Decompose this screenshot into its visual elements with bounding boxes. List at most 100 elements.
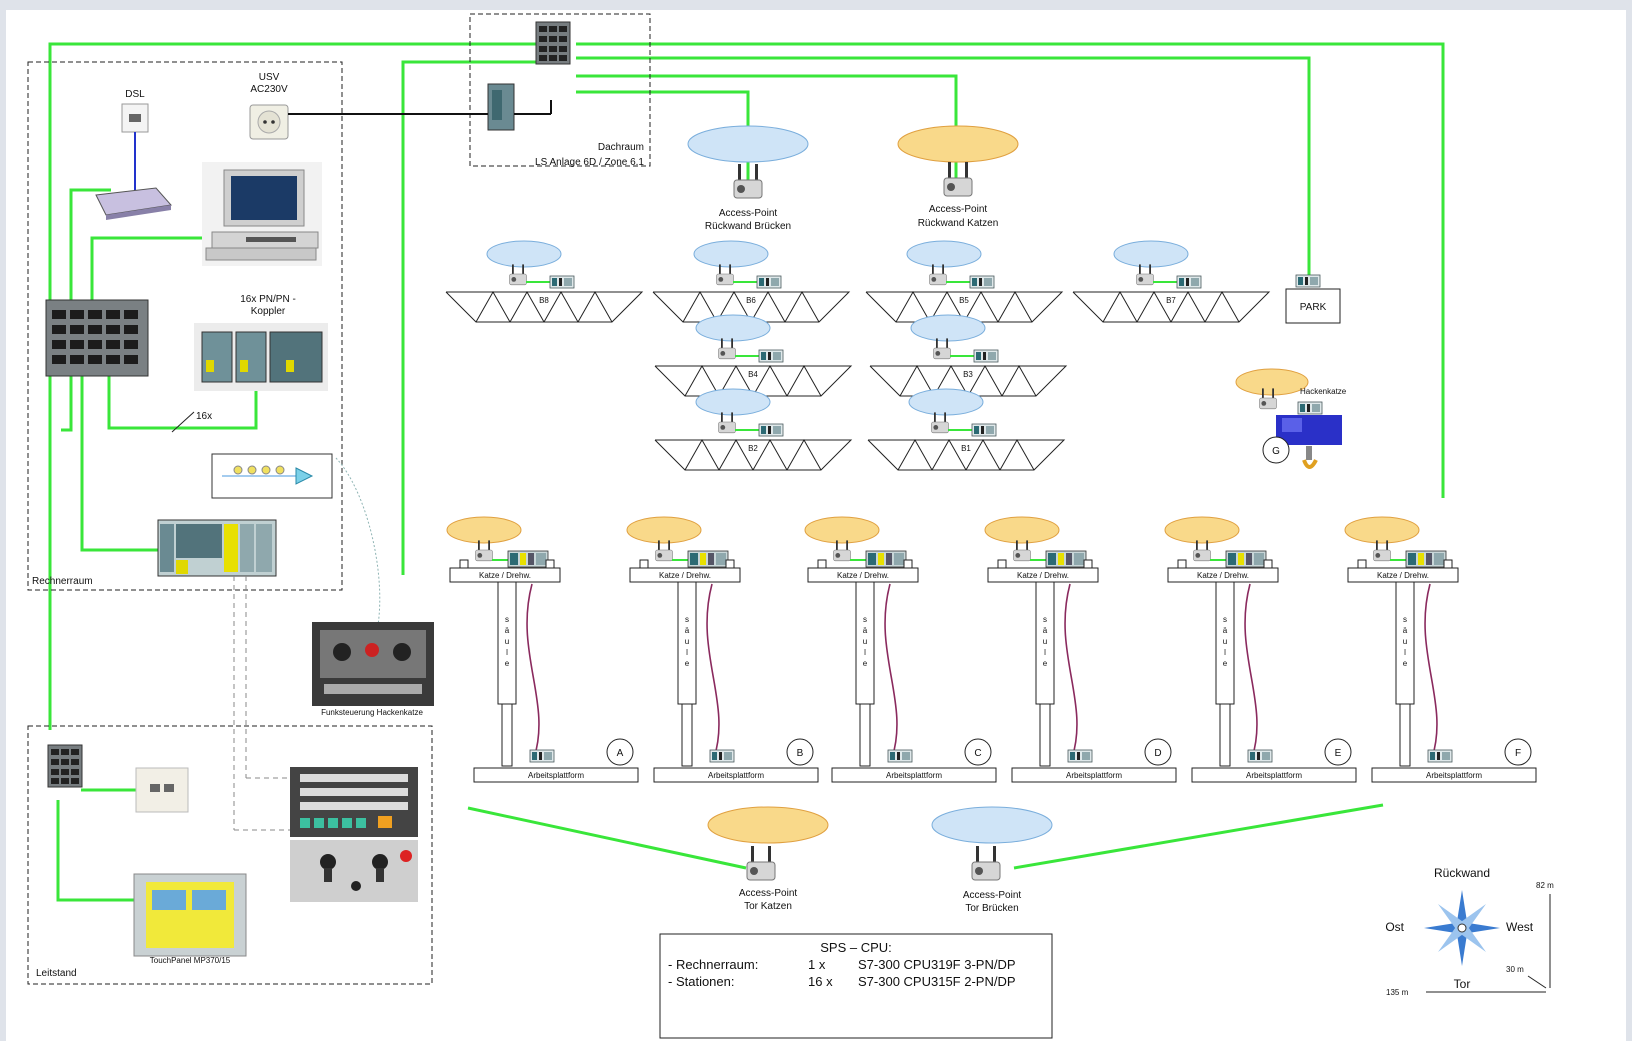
bridge-label: B4 [748,370,758,379]
dist-82: 82 m [1536,881,1554,890]
ap-tor-bruecken-label: Access-Point [963,890,1022,901]
dsl-router [95,187,172,220]
saeule-letter: u [1403,637,1407,646]
katze-drehw-label: Katze / Drehw. [1017,571,1069,580]
station-id: F [1515,748,1521,759]
circle-g [1262,436,1290,464]
sps-row1-label: - Rechnerraum: [668,957,758,972]
bridge-b5: B5 [865,240,1064,323]
leitstand-label: Leitstand [36,968,77,979]
station-id: D [1154,748,1161,759]
leitstand-network-socket [135,767,189,813]
ap-rw-bruecken-sub: Rückwand Brücken [705,221,791,232]
pc-workstation [202,162,322,266]
saeule-letter: u [1223,637,1227,646]
circuit-schematic [211,453,333,499]
bridge-b1: B1 [867,388,1066,471]
saeule-letter: l [506,648,508,657]
control-desk-joysticks [290,840,418,902]
dsl-socket [121,103,149,133]
dachraum-label: Dachraum [598,142,644,153]
station-id: E [1335,748,1342,759]
saeule-letter: s [1403,615,1407,624]
bridge-b3: B3 [869,314,1068,397]
sps-cpu-box: SPS – CPU: - Rechnerraum: 1 x S7-300 CPU… [659,933,1053,1039]
funksteuerung-label: Funksteuerung Hackenkatze [321,708,423,717]
coupler-label: 16x PN/PN - [240,294,296,305]
bridge-label: B2 [748,444,758,453]
radio-remote-control [312,622,434,706]
dist-30: 30 m [1506,965,1524,974]
compass-west: West [1506,920,1534,934]
sps-row1-type: S7-300 CPU319F 3-PN/DP [858,957,1016,972]
bridge-b6: B6 [652,240,851,323]
bridge-label: B6 [746,296,756,305]
saeule-letter: u [685,637,689,646]
usv-socket [249,104,289,140]
sps-title: SPS – CPU: [820,940,892,955]
saeule-letter: e [863,659,868,668]
arbeitsplattform-label: Arbeitsplattform [1066,771,1122,780]
compass-rose [1424,890,1500,966]
arbeitsplattform-label: Arbeitsplattform [1246,771,1302,780]
touchpanel [133,873,247,957]
bridge-label: B8 [539,296,549,305]
saeule-letter: ä [1223,626,1228,635]
saeule-letter: ä [505,626,510,635]
ap-rw-bruecken-label: Access-Point [719,208,778,219]
saeule-letter: l [1224,648,1226,657]
dachraum-switch [535,21,571,65]
compass-south: Tor [1454,977,1471,991]
main-switch [45,299,149,377]
bridge-b2: B2 [654,388,853,471]
saeule-letter: s [863,615,867,624]
touchpanel-label: TouchPanel MP370/15 [150,956,231,965]
ap-tor-bruecken [971,845,1001,881]
network-diagram: Rechnerraum Leitstand Dachraum LS Anlage… [6,10,1626,1041]
saeule-letter: e [505,659,510,668]
ap-rw-katzen [943,161,973,197]
dachraum-frame [469,13,651,167]
saeule-letter: l [1044,648,1046,657]
katze-drehw-label: Katze / Drehw. [837,571,889,580]
bridge-b4: B4 [654,314,853,397]
usv-voltage-label: AC230V [250,84,288,95]
bridge-label: B7 [1166,296,1176,305]
sps-row2-type: S7-300 CPU315F 2-PN/DP [858,974,1016,989]
saeule-letter: ä [863,626,868,635]
hackenkatze-label: Hackenkatze [1300,387,1347,396]
compass-east: Ost [1385,920,1404,934]
station-id: B [797,748,804,759]
dachraum-power-module [487,83,515,131]
saeule-letter: s [1223,615,1227,624]
network-links [48,42,1445,902]
park-module [1295,274,1321,288]
control-desk-buttons [290,767,418,837]
saeule-letter: e [685,659,690,668]
saeule-letter: l [864,648,866,657]
circle-g-label: G [1272,446,1280,457]
saeule-letter: s [685,615,689,624]
saeule-letter: e [1223,659,1228,668]
katze-drehw-label: Katze / Drehw. [1377,571,1429,580]
count-16x: 16x [196,411,212,422]
bridge-label: B5 [959,296,969,305]
saeule-letter: u [1043,637,1047,646]
saeule-letter: e [1043,659,1048,668]
saeule-letter: ä [685,626,690,635]
ap-rw-katzen-sub: Rückwand Katzen [918,218,999,229]
saeule-letter: l [686,648,688,657]
ap-tor-katzen [746,845,776,881]
park-box [1285,288,1341,324]
sps-row2-label: - Stationen: [668,974,735,989]
main-plc [157,519,277,577]
compass-north: Rückwand [1434,866,1490,880]
ap-rw-katzen-label: Access-Point [929,204,988,215]
bridge-label: B3 [963,370,973,379]
